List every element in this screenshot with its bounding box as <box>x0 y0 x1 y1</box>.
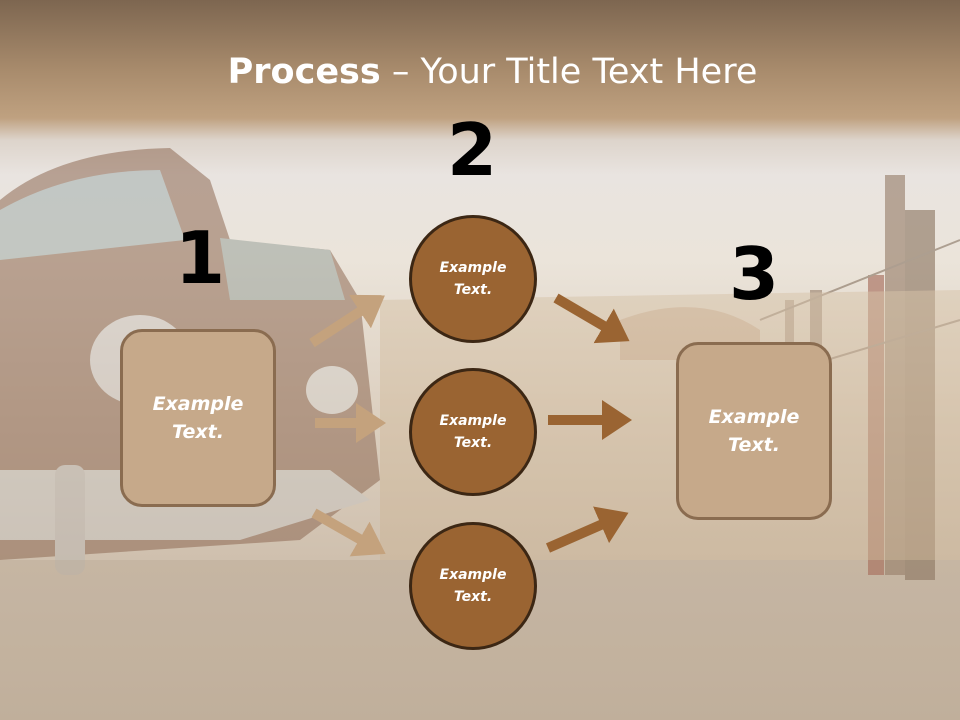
slide-title: Process – Your Title Text Here <box>0 52 960 92</box>
title-rest: – Your Title Text Here <box>380 52 758 92</box>
step-1-box[interactable]: Example Text. <box>120 329 276 507</box>
step-2-circle-top[interactable]: Example Text. <box>409 215 537 343</box>
step-3-text: Example Text. <box>708 405 800 457</box>
circle-bottom-text: Example Text. <box>439 566 507 605</box>
step-number-2: 2 <box>446 108 498 192</box>
step-3-box[interactable]: Example Text. <box>676 342 832 520</box>
step-2-circle-middle[interactable]: Example Text. <box>409 368 537 496</box>
step-number-3: 3 <box>728 232 780 316</box>
circle-top-text: Example Text. <box>439 259 507 298</box>
title-bold: Process <box>227 52 381 92</box>
step-2-circle-bottom[interactable]: Example Text. <box>409 522 537 650</box>
step-number-1: 1 <box>174 216 226 300</box>
circle-middle-text: Example Text. <box>439 412 507 451</box>
step-1-text: Example Text. <box>152 392 244 444</box>
